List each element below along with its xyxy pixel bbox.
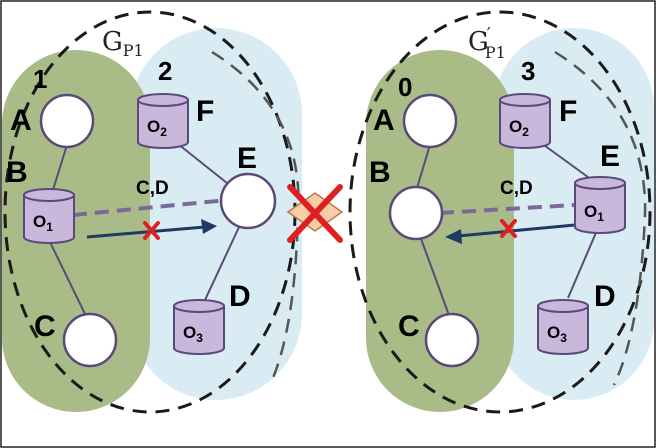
left-object-o3: O3: [173, 299, 225, 355]
right-node-b: [388, 185, 444, 241]
left-move-arrow: [86, 225, 206, 239]
right-object-o3: O3: [537, 299, 589, 355]
right-label-f: F: [559, 95, 577, 128]
left-node-a: [39, 93, 95, 149]
left-partition-id-2: 2: [158, 56, 172, 86]
left-move-arrowhead: [201, 219, 217, 234]
left-blocked-cross: [143, 221, 160, 240]
disconnect-cross: [287, 184, 343, 243]
left-edge-f-e: [172, 139, 233, 188]
right-node-a: [402, 93, 458, 149]
left-partition-id-1: 1: [33, 64, 47, 94]
left-edge-e-d: [204, 224, 241, 301]
right-object-o2: O2: [499, 93, 551, 149]
left-node-c: [62, 312, 118, 368]
right-label-d: D: [594, 280, 616, 313]
svg-text:O3: O3: [547, 323, 567, 345]
right-edge-e-d: [567, 227, 599, 299]
right-label-e: E: [600, 140, 620, 173]
right-partition-0: [366, 50, 514, 412]
left-label-e: E: [237, 142, 257, 175]
svg-text:O2: O2: [509, 117, 529, 139]
right-graph-boundary: [348, 10, 652, 414]
right-move-arrow: [457, 223, 576, 238]
right-edge-b-c: [419, 235, 451, 319]
right-move-arrowhead: [445, 229, 462, 244]
left-label-a: A: [10, 104, 32, 137]
left-edge-label: C,D: [136, 178, 169, 199]
right-label-a: A: [373, 104, 395, 137]
right-blocked-cross: [500, 219, 517, 238]
left-object-o1: O1: [23, 188, 75, 244]
left-edge-b-e-dashed: [72, 198, 229, 217]
right-edge-f-e: [536, 139, 593, 181]
svg-text:O3: O3: [183, 323, 203, 345]
left-graph-label: GP1: [102, 27, 144, 60]
right-edge-a-b: [416, 144, 431, 189]
right-graph-label: G′P1: [468, 24, 506, 62]
right-label-c: C: [398, 310, 420, 343]
left-label-c: C: [34, 310, 56, 343]
left-label-b: B: [6, 156, 28, 189]
left-edge-b-c: [47, 237, 88, 319]
left-edge-a-b: [51, 144, 68, 194]
right-edge-label: C,D: [500, 178, 533, 199]
svg-text:O1: O1: [584, 202, 604, 224]
left-label-d: D: [229, 280, 251, 313]
svg-text:O2: O2: [147, 117, 167, 139]
svg-text:O1: O1: [33, 212, 53, 234]
right-node-c: [424, 312, 480, 368]
right-edge-b-e-dashed: [439, 203, 575, 215]
right-partition-3-boundary: [554, 50, 647, 386]
right-label-b: B: [369, 156, 391, 189]
left-object-o2: O2: [137, 93, 189, 149]
left-label-f: F: [196, 95, 214, 128]
left-partition-1: [2, 50, 150, 412]
right-partition-id-3: 3: [521, 56, 535, 86]
right-partition-id-0: 0: [398, 72, 412, 102]
left-node-e: [219, 172, 277, 230]
right-object-o1: O1: [574, 176, 626, 234]
